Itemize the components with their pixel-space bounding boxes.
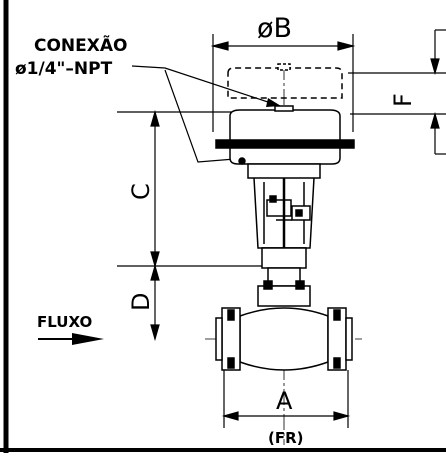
- flow-indicator: FLUXO: [37, 313, 104, 345]
- dimension-d-label: D: [127, 293, 155, 311]
- dimension-d: [117, 263, 265, 342]
- leader-arrowhead-top: [266, 98, 281, 107]
- dimension-a-label: A: [276, 387, 293, 415]
- dimension-f-label: F: [389, 93, 417, 107]
- flow-label: FLUXO: [37, 313, 92, 331]
- dimension-a: [221, 370, 351, 428]
- yoke: [247, 163, 321, 287]
- connection-label-line1: CONEXÃO: [34, 33, 127, 56]
- valve-body: [215, 280, 353, 371]
- dimension-f: [348, 29, 446, 155]
- dimension-a-sublabel: (FR): [268, 429, 304, 447]
- connection-label-line2: ø1/4"–NPT: [15, 59, 113, 79]
- flow-arrowhead: [72, 333, 104, 345]
- dimension-c: [117, 109, 250, 269]
- dimension-b-label: øB: [257, 13, 292, 44]
- actuator: [215, 63, 355, 165]
- connection-callout: CONEXÃO ø1/4"–NPT: [15, 33, 281, 163]
- dimension-b: [210, 34, 356, 132]
- dimension-c-label: C: [127, 183, 155, 200]
